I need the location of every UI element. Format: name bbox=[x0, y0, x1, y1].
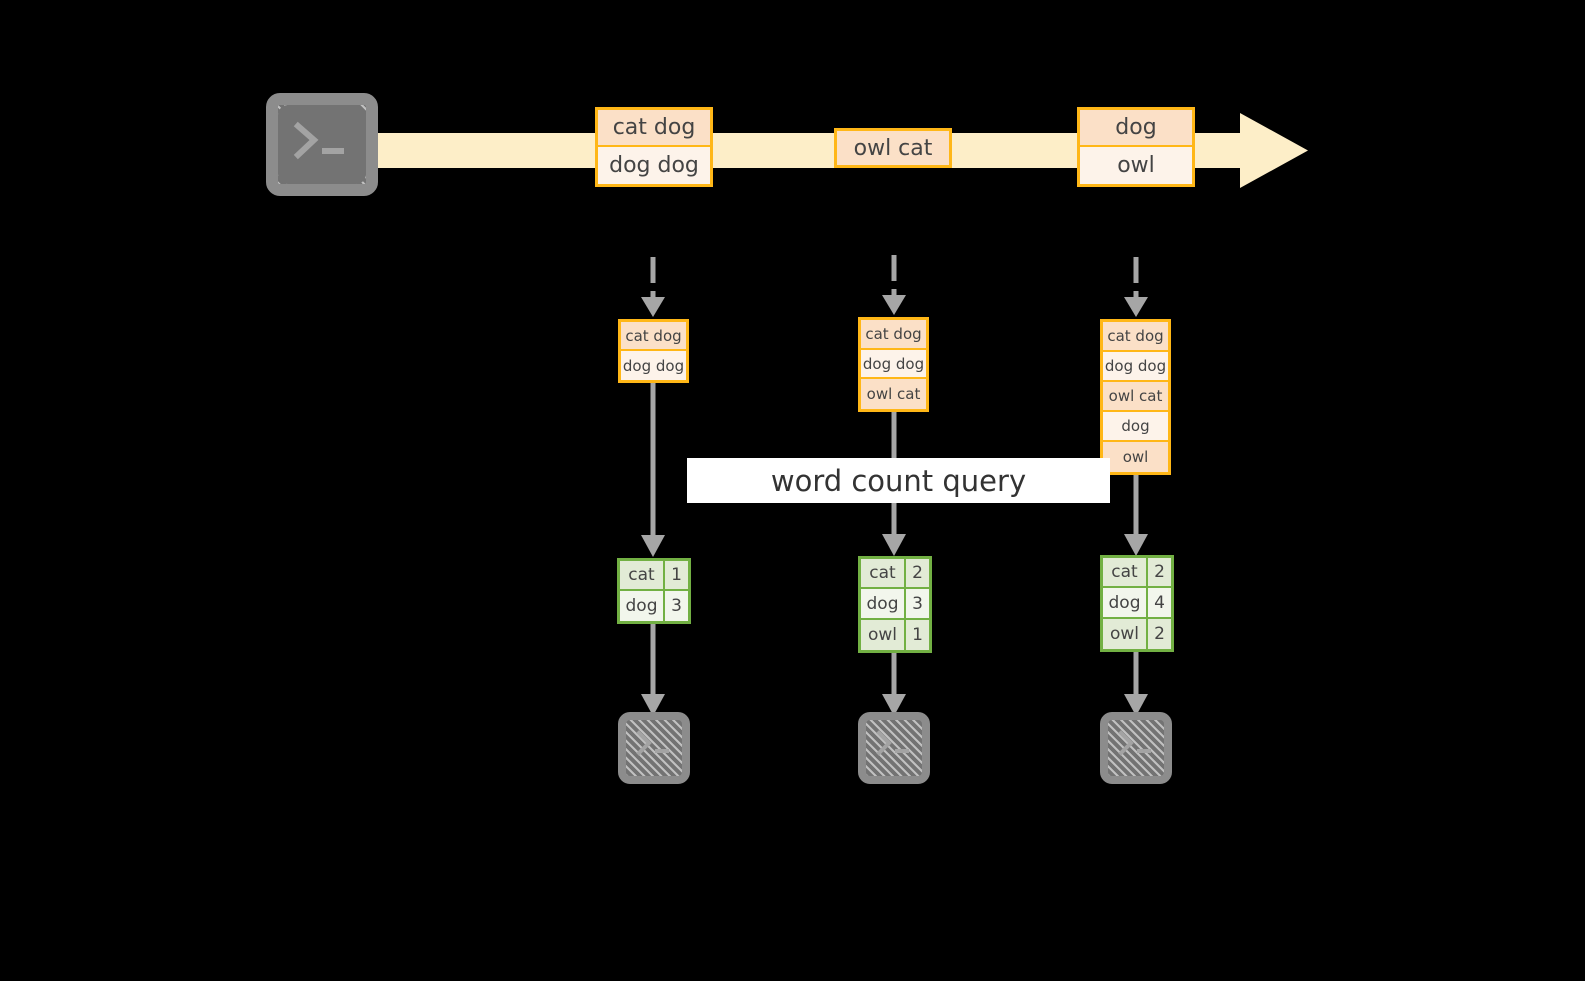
terminal-prompt-glyph bbox=[636, 730, 669, 756]
snapshot-1-input-arrow bbox=[641, 257, 665, 317]
table-row: cat 2 bbox=[861, 559, 929, 590]
snapshot-3-result-table: cat 2 dog 4 owl 2 bbox=[1100, 555, 1174, 652]
source-terminal-icon bbox=[266, 93, 378, 196]
result-word: owl bbox=[861, 619, 906, 650]
stream-line: dog bbox=[1103, 412, 1168, 442]
stream-line: cat dog bbox=[1103, 322, 1168, 352]
stream-line: owl bbox=[1103, 442, 1168, 472]
stream-line: dog dog bbox=[1103, 352, 1168, 382]
word-count-query-banner: word count query bbox=[687, 458, 1110, 503]
stream-line: dog bbox=[1080, 110, 1192, 147]
result-count: 2 bbox=[1148, 558, 1171, 587]
snapshot-1-output-arrow bbox=[641, 624, 665, 716]
snapshot-2-output-arrow bbox=[882, 653, 906, 716]
table-row: owl 1 bbox=[861, 619, 929, 650]
stream-line: dog dog bbox=[598, 147, 710, 184]
result-count: 1 bbox=[665, 561, 688, 590]
stream-line: owl cat bbox=[861, 379, 926, 409]
stream-line: owl cat bbox=[837, 131, 949, 165]
stream-line: cat dog bbox=[861, 320, 926, 350]
table-row: cat 2 bbox=[1103, 558, 1171, 589]
snapshot-2-sink-terminal-icon bbox=[858, 712, 930, 784]
snapshot-2-result-table: cat 2 dog 3 owl 1 bbox=[858, 556, 932, 653]
snapshot-3-output-arrow bbox=[1124, 652, 1148, 716]
snapshot-2-stream-box: cat dog dog dog owl cat bbox=[858, 317, 929, 412]
timeline-event-group-1: cat dog dog dog bbox=[595, 107, 713, 187]
result-word: cat bbox=[861, 559, 906, 588]
timeline-event-group-2: owl cat bbox=[834, 128, 952, 168]
stream-line: dog dog bbox=[861, 349, 926, 380]
table-row: dog 3 bbox=[861, 589, 929, 620]
snapshot-3-query-arrow bbox=[1124, 475, 1148, 556]
result-word: owl bbox=[1103, 618, 1148, 649]
timeline-event-group-3: dog owl bbox=[1077, 107, 1195, 187]
stream-line: cat dog bbox=[621, 322, 686, 351]
stream-line: owl bbox=[1080, 147, 1192, 184]
result-word: cat bbox=[620, 561, 665, 590]
result-count: 1 bbox=[906, 619, 929, 650]
snapshot-1-sink-terminal-icon bbox=[618, 712, 690, 784]
terminal-prompt-glyph bbox=[1118, 730, 1151, 756]
snapshot-3-input-arrow bbox=[1124, 257, 1148, 317]
result-count: 3 bbox=[665, 591, 688, 621]
table-row: dog 3 bbox=[620, 591, 688, 621]
result-word: cat bbox=[1103, 558, 1148, 587]
snapshot-3-sink-terminal-icon bbox=[1100, 712, 1172, 784]
result-word: dog bbox=[1103, 588, 1148, 617]
result-word: dog bbox=[620, 591, 665, 621]
result-count: 4 bbox=[1148, 588, 1171, 617]
table-row: owl 2 bbox=[1103, 618, 1171, 649]
snapshot-1-query-arrow bbox=[641, 383, 665, 557]
result-word: dog bbox=[861, 589, 906, 618]
stream-line: cat dog bbox=[598, 110, 710, 147]
result-count: 2 bbox=[906, 559, 929, 588]
result-count: 3 bbox=[906, 589, 929, 618]
terminal-prompt-glyph bbox=[876, 730, 909, 756]
stream-line: owl cat bbox=[1103, 382, 1168, 412]
snapshot-2-input-arrow bbox=[882, 255, 906, 315]
snapshot-3-stream-box: cat dog dog dog owl cat dog owl bbox=[1100, 319, 1171, 475]
terminal-prompt-glyph bbox=[293, 121, 344, 160]
table-row: dog 4 bbox=[1103, 588, 1171, 619]
terminal-screen bbox=[278, 105, 366, 184]
snapshot-1-stream-box: cat dog dog dog bbox=[618, 319, 689, 383]
table-row: cat 1 bbox=[620, 561, 688, 592]
result-count: 2 bbox=[1148, 618, 1171, 649]
snapshot-1-result-table: cat 1 dog 3 bbox=[617, 558, 691, 624]
stream-line: dog dog bbox=[621, 351, 686, 380]
